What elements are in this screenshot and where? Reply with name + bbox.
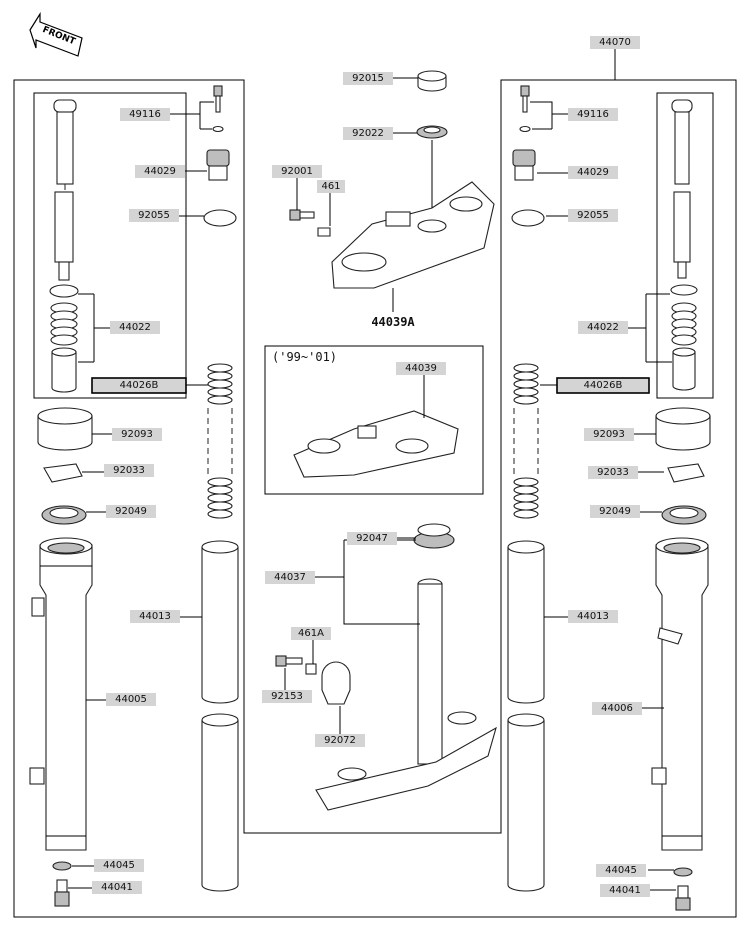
label-92001: 92001 — [272, 165, 322, 178]
label-49116-left: 49116 — [120, 108, 170, 121]
svg-text:44039: 44039 — [405, 363, 437, 374]
svg-text:44045: 44045 — [103, 860, 135, 871]
svg-text:92022: 92022 — [352, 128, 384, 139]
svg-text:92055: 92055 — [138, 210, 170, 221]
label-44039: 44039 — [396, 362, 446, 375]
label-92093-left: 92093 — [112, 428, 162, 441]
label-92055-right: 92055 — [568, 209, 618, 222]
label-92049-left: 92049 — [106, 505, 156, 518]
svg-text:92153: 92153 — [271, 691, 303, 702]
label-44013-left: 44013 — [130, 610, 180, 623]
front-arrow-icon: FRONT — [29, 11, 83, 57]
label-92047: 92047 — [347, 532, 397, 545]
label-92022: 92022 — [343, 127, 393, 140]
svg-text:44029: 44029 — [577, 167, 609, 178]
svg-text:44070: 44070 — [599, 37, 631, 48]
svg-text:92033: 92033 — [113, 465, 145, 476]
svg-text:44013: 44013 — [577, 611, 609, 622]
svg-text:44013: 44013 — [139, 611, 171, 622]
svg-text:49116: 49116 — [129, 109, 161, 120]
svg-text:44041: 44041 — [609, 885, 641, 896]
label-92153: 92153 — [262, 690, 312, 703]
label-92033-left: 92033 — [104, 464, 154, 477]
svg-text:92015: 92015 — [352, 73, 384, 84]
svg-text:92049: 92049 — [599, 506, 631, 517]
label-44005: 44005 — [106, 693, 156, 706]
label-44045-right: 44045 — [596, 864, 646, 877]
svg-text:92055: 92055 — [577, 210, 609, 221]
svg-text:92072: 92072 — [324, 735, 356, 746]
svg-text:44026B: 44026B — [120, 380, 159, 391]
svg-text:44005: 44005 — [115, 694, 147, 705]
label-461: 461 — [317, 180, 345, 193]
label-44013-right: 44013 — [568, 610, 618, 623]
label-44022-right: 44022 — [578, 321, 628, 334]
svg-text:44041: 44041 — [101, 882, 133, 893]
label-44037: 44037 — [265, 571, 315, 584]
svg-text:461A: 461A — [298, 628, 324, 639]
svg-text:92093: 92093 — [593, 429, 625, 440]
svg-text:44022: 44022 — [587, 322, 619, 333]
label-44070: 44070 — [590, 36, 640, 49]
label-92093-right: 92093 — [584, 428, 634, 441]
label-92033-right: 92033 — [588, 466, 638, 479]
svg-text:44037: 44037 — [274, 572, 306, 583]
svg-text:92033: 92033 — [597, 467, 629, 478]
svg-text:44022: 44022 — [119, 322, 151, 333]
svg-text:49116: 49116 — [577, 109, 609, 120]
label-44045-left: 44045 — [94, 859, 144, 872]
label-92049-right: 92049 — [590, 505, 640, 518]
steering-parts — [275, 70, 497, 811]
label-44022-left: 44022 — [110, 321, 160, 334]
label-92015: 92015 — [343, 72, 393, 85]
left-cartridge-box — [33, 92, 187, 399]
label-44041-right: 44041 — [600, 884, 650, 897]
label-49116-right: 49116 — [568, 108, 618, 121]
svg-text:92001: 92001 — [281, 166, 313, 177]
assembly-label: 44039A — [371, 315, 415, 329]
label-44041-left: 44041 — [92, 881, 142, 894]
right-cartridge-box — [656, 92, 714, 399]
svg-text:44026B: 44026B — [584, 380, 623, 391]
label-92072: 92072 — [315, 734, 365, 747]
svg-text:44029: 44029 — [144, 166, 176, 177]
svg-text:44006: 44006 — [601, 703, 633, 714]
leader-lines — [68, 48, 676, 891]
svg-text:461: 461 — [321, 181, 340, 192]
svg-text:92093: 92093 — [121, 429, 153, 440]
svg-text:44045: 44045 — [605, 865, 637, 876]
label-44029-right: 44029 — [568, 166, 618, 179]
right-fork-parts — [507, 85, 711, 911]
year-label: ('99~'01) — [272, 350, 337, 364]
label-92055-left: 92055 — [129, 209, 179, 222]
label-461A: 461A — [291, 627, 331, 640]
label-44026B-right: 44026B — [556, 377, 650, 394]
left-fork-parts — [29, 85, 239, 907]
label-44029-left: 44029 — [135, 165, 185, 178]
label-44026B-left: 44026B — [91, 377, 187, 394]
label-44006: 44006 — [592, 702, 642, 715]
svg-text:92049: 92049 — [115, 506, 147, 517]
svg-text:92047: 92047 — [356, 533, 388, 544]
year-variant-box — [264, 345, 484, 495]
